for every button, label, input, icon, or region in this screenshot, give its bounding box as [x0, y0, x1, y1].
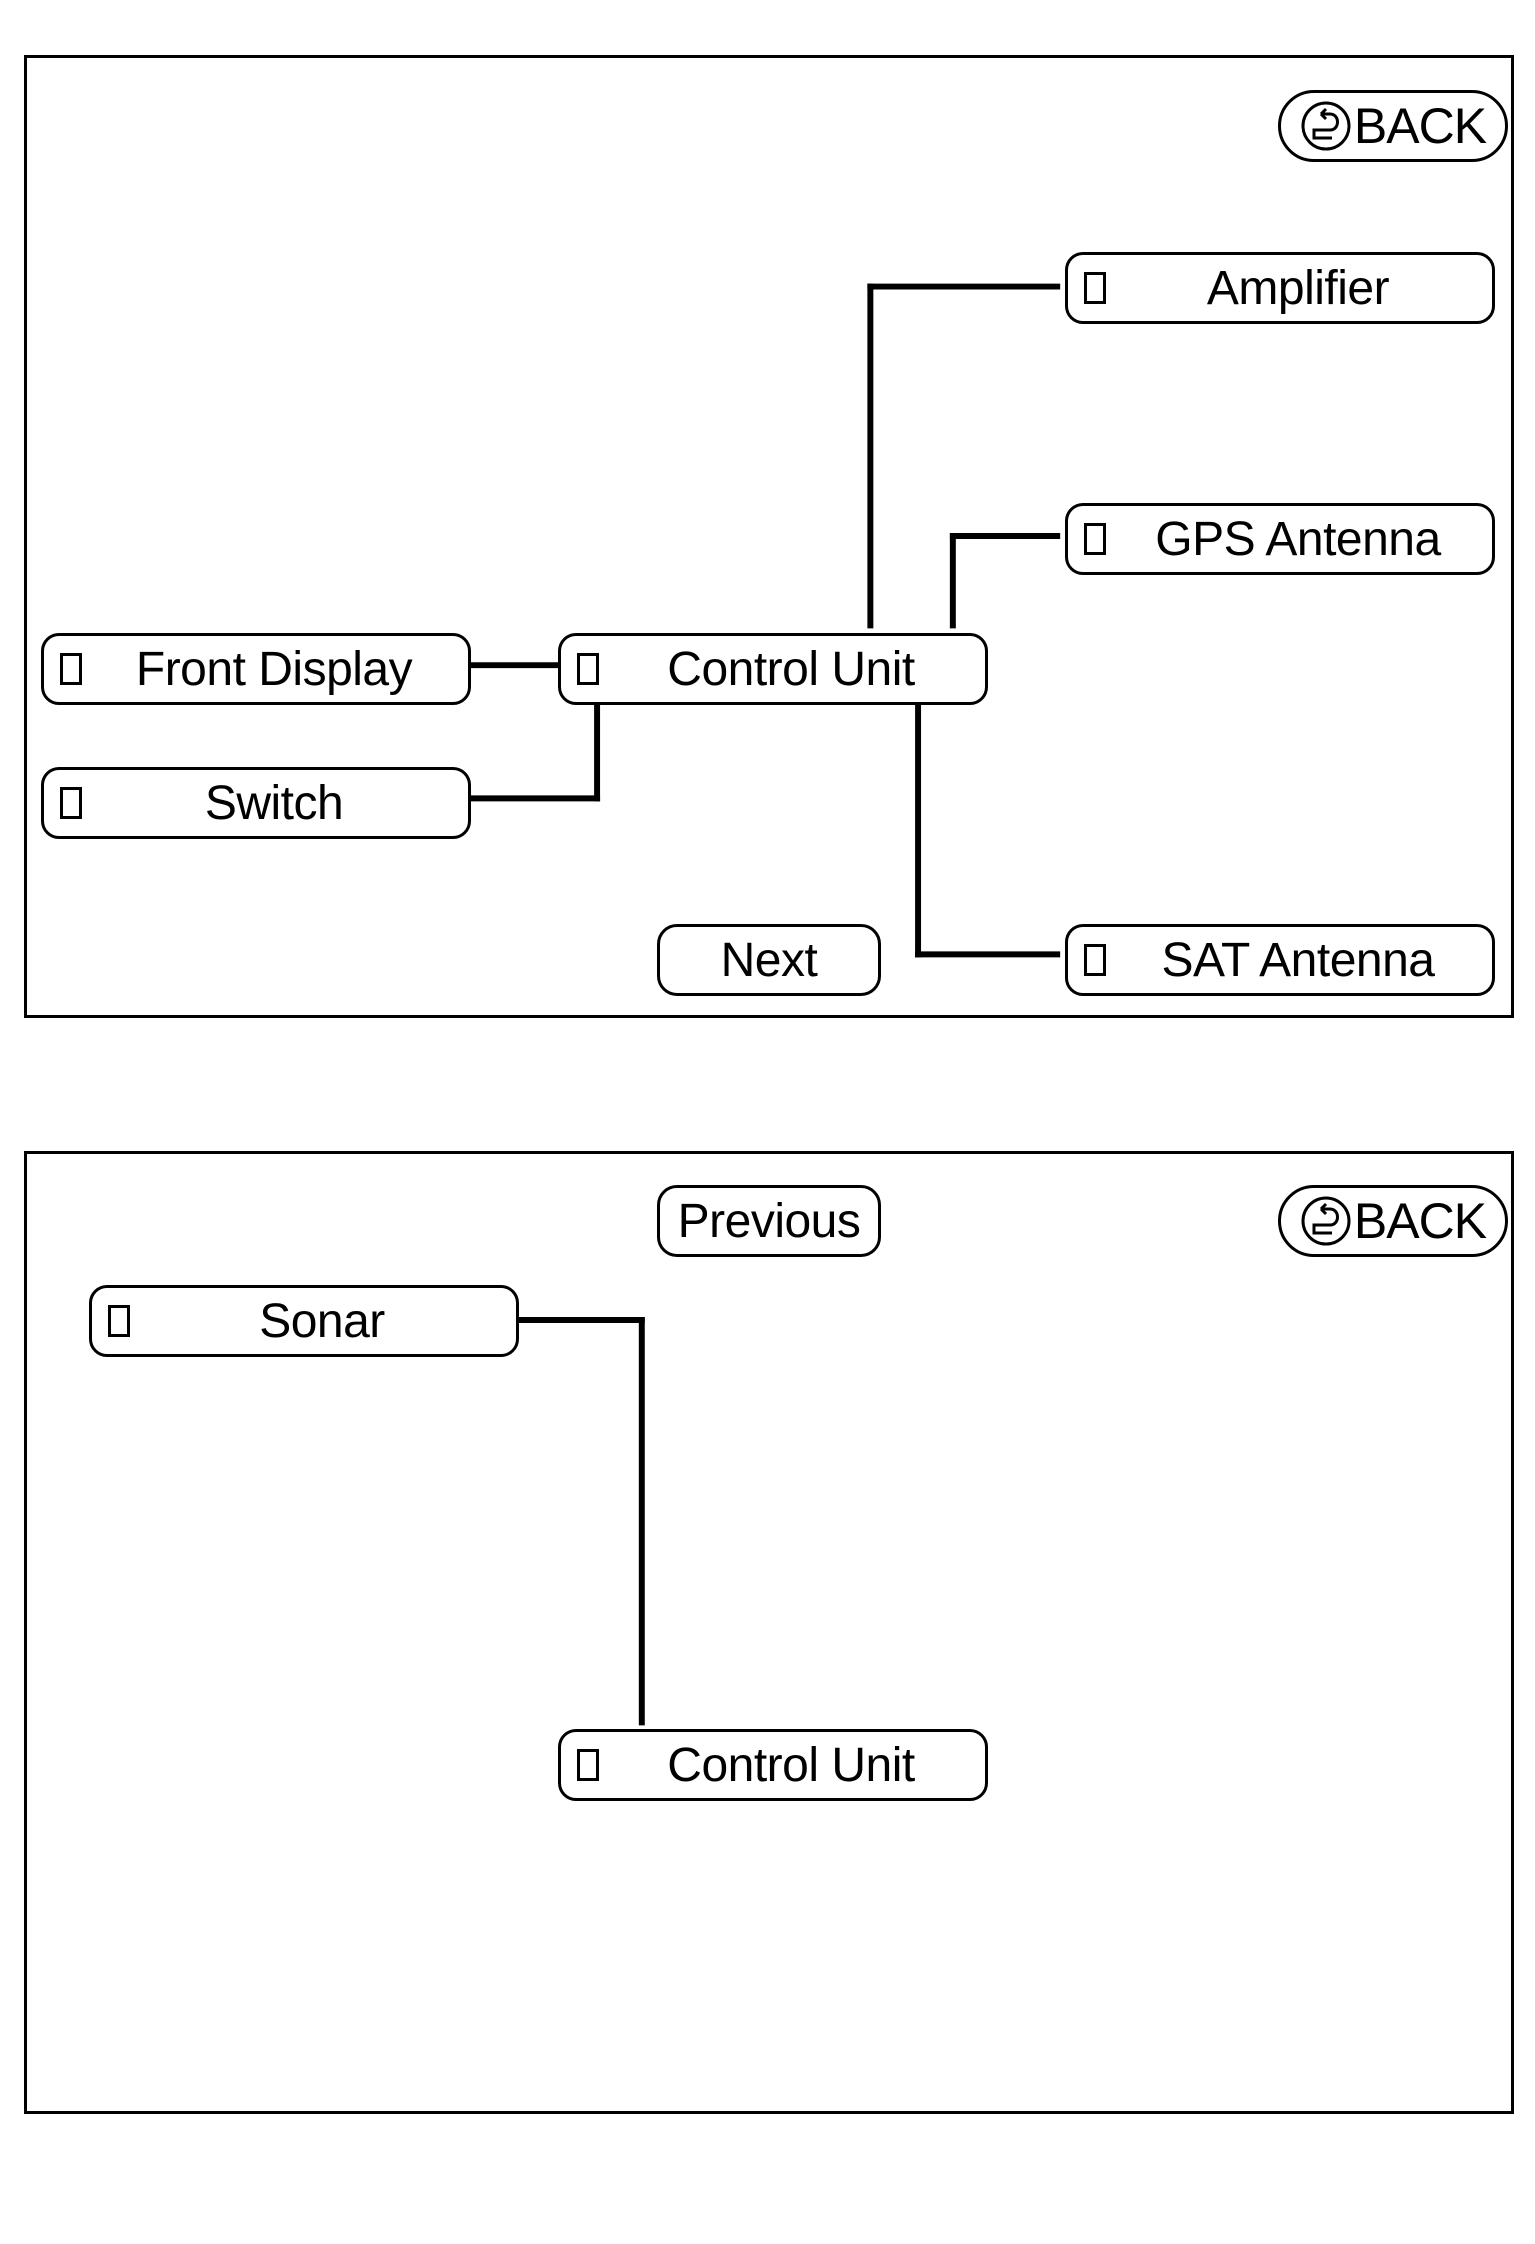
- node-label: Control Unit: [667, 1738, 915, 1792]
- u-turn-arrow-icon: [1301, 1196, 1351, 1246]
- checkbox-icon: [1084, 523, 1106, 555]
- checkbox-icon: [1084, 944, 1106, 976]
- node-label: Sonar: [259, 1294, 385, 1348]
- back-label: BACK: [1353, 98, 1487, 154]
- node-sat-antenna[interactable]: SAT Antenna: [1065, 924, 1495, 996]
- back-button[interactable]: BACK: [1278, 1185, 1508, 1257]
- checkbox-icon: [577, 653, 599, 685]
- node-label: Switch: [204, 776, 344, 830]
- node-switch[interactable]: Switch: [41, 767, 471, 839]
- node-label: SAT Antenna: [1161, 933, 1435, 987]
- node-control-unit[interactable]: Control Unit: [558, 1729, 988, 1801]
- node-front-display[interactable]: Front Display: [41, 633, 471, 705]
- previous-button[interactable]: Previous: [657, 1185, 881, 1257]
- diagnostic-screen-2: Previous BACK Sonar Control Unit: [24, 1151, 1514, 2114]
- back-button[interactable]: BACK: [1278, 90, 1508, 162]
- node-control-unit[interactable]: Control Unit: [558, 633, 988, 705]
- back-label: BACK: [1353, 1193, 1487, 1249]
- diagnostic-screen-1: BACK Amplifier GPS Antenna Front Display…: [24, 55, 1514, 1018]
- u-turn-arrow-icon: [1301, 101, 1351, 151]
- node-label: Front Display: [135, 642, 413, 696]
- node-label: Amplifier: [1206, 261, 1390, 315]
- checkbox-icon: [108, 1305, 130, 1337]
- checkbox-icon: [60, 787, 82, 819]
- next-button[interactable]: Next: [657, 924, 881, 996]
- node-label: Control Unit: [667, 642, 915, 696]
- checkbox-icon: [1084, 272, 1106, 304]
- node-label: GPS Antenna: [1155, 512, 1441, 566]
- node-gps-antenna[interactable]: GPS Antenna: [1065, 503, 1495, 575]
- node-amplifier[interactable]: Amplifier: [1065, 252, 1495, 324]
- checkbox-icon: [577, 1749, 599, 1781]
- checkbox-icon: [60, 653, 82, 685]
- node-sonar[interactable]: Sonar: [89, 1285, 519, 1357]
